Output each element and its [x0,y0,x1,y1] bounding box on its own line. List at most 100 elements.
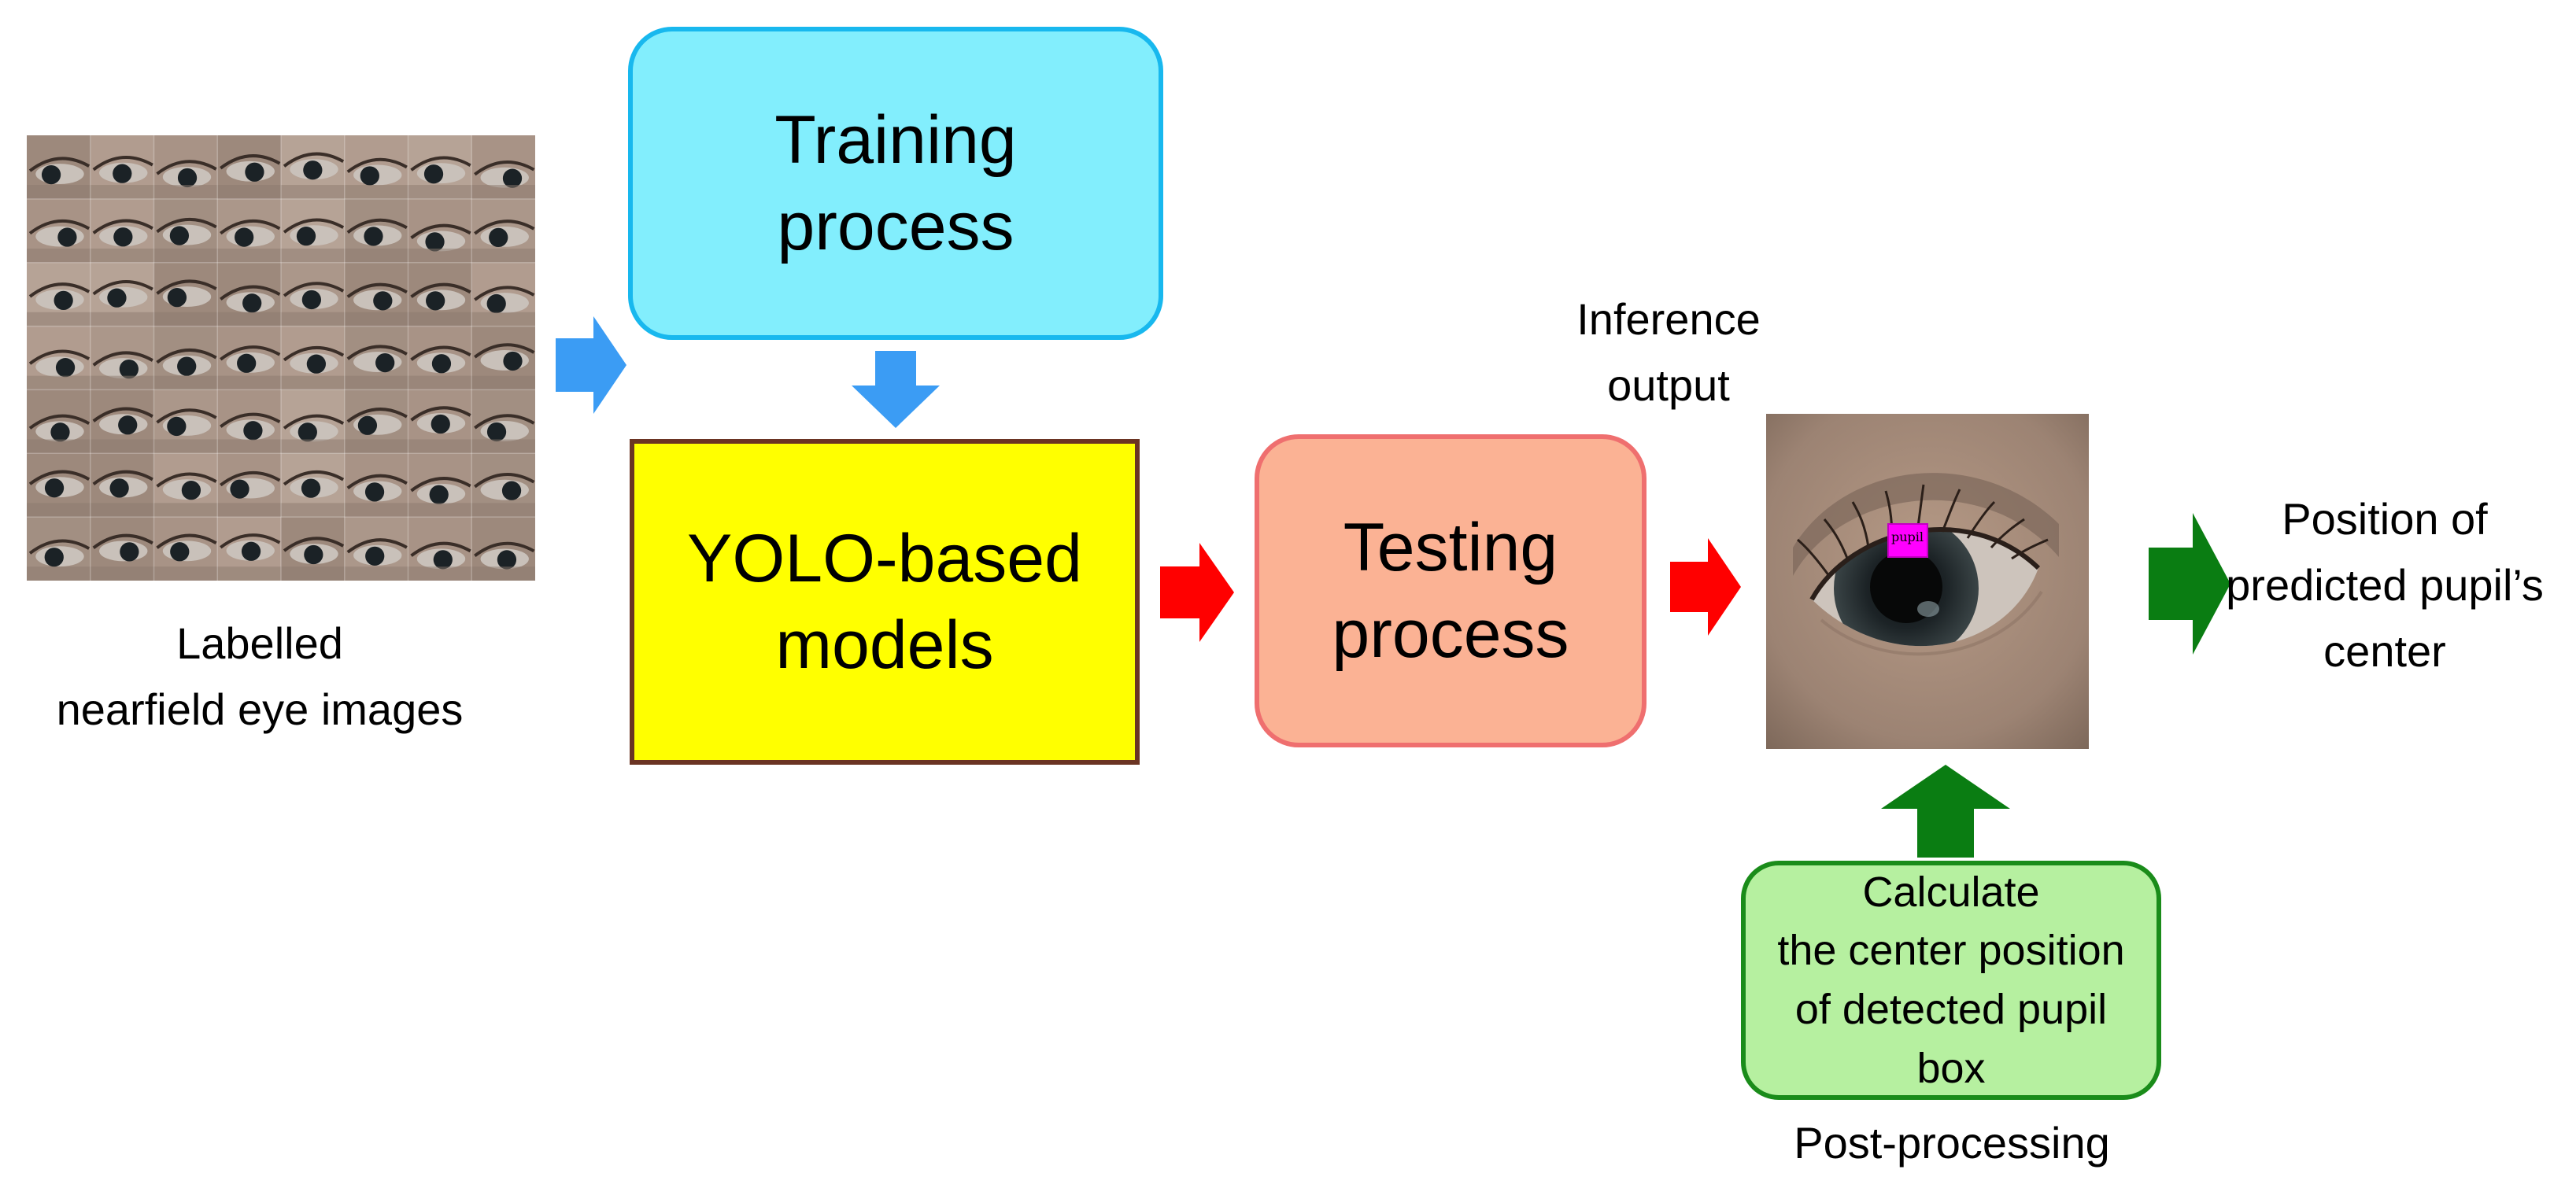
thumbnail-iris [501,481,522,500]
thumbnail-shade [217,185,281,199]
thumbnail-shade [27,248,91,263]
thumbnail-iris [237,353,257,373]
thumbnail-shade [471,248,535,263]
thumbnail-iris [502,168,523,188]
thumbnail-iris [177,356,197,376]
thumbnail-shade [217,248,281,263]
thumbnail-iris [118,415,138,435]
thumbnail-shade [471,312,535,326]
thumbnail-shade [153,566,218,581]
eye-thumbnail [281,135,346,200]
yolo-label-line-1: YOLO-based [687,520,1082,596]
eye-thumbnail [27,198,91,264]
eye-thumbnail [217,453,282,518]
thumbnail-shade [90,185,154,199]
lower-lid-crease [1820,590,2043,656]
thumbnail-lid [92,351,153,367]
thumbnail-shade [471,566,535,581]
thumbnail-shade [281,439,345,454]
postproc-line-2: the center position [1777,927,2125,975]
thumbnail-shade [471,375,535,390]
eye-thumbnail [90,517,154,581]
thumbnail-lid [474,286,535,301]
thumbnail-lid [28,349,91,365]
thumbnail-lid [92,470,153,485]
thumbnail-shade [408,566,472,581]
thumbnail-shade [408,439,472,454]
thumbnail-shade [90,312,154,326]
thumbnail-shade [90,503,154,518]
eye-thumbnail [217,198,282,264]
thumbnail-iris [235,227,254,247]
thumbnail-lid [220,470,281,487]
thumbnail-shade [27,312,91,326]
thumbnail-iris [109,478,129,498]
eye-thumbnail [281,517,346,581]
eye-thumbnail [344,326,408,390]
thumbnail-lid [346,282,408,298]
thumbnail-lid [28,219,91,235]
post-processing-caption: Post-processing [1794,1118,2110,1168]
arrow-shape [2149,513,2230,655]
thumbnail-lid [283,537,345,552]
yolo-label-line-2: models [775,607,994,683]
eye-thumbnail [408,517,472,581]
eye-thumbnail [281,262,346,327]
eye-thumbnail [153,453,218,518]
thumbnail-shade [217,503,281,518]
thumbnail-shade [408,248,472,263]
thumbnail-lid [28,414,91,430]
thumbnail-lid [283,218,345,234]
thumbnail-lid [156,160,217,175]
arrow-shape [1670,538,1741,636]
thumbnail-iris [303,160,323,180]
thumbnail-iris [113,227,133,247]
thumbnail-shade [90,566,154,581]
thumbnail-iris [304,544,323,565]
arrow-shape [556,316,626,414]
thumbnail-iris [486,293,506,314]
thumbnail-lid [156,349,217,364]
thumbnail-iris [177,168,198,188]
eye-thumbnail [408,326,472,390]
thumbnail-shade [281,185,345,199]
eye-thumbnail [408,198,472,264]
eye-thumbnail [27,326,91,390]
thumbnail-lid [474,220,535,235]
thumbnail-lid [410,406,471,422]
thumbnail-lid [92,156,153,172]
thumbnail-iris [50,422,70,442]
eye-thumbnail [471,517,535,581]
thumbnail-lid [220,219,281,235]
thumbnail-lid [28,157,91,172]
thumbnail-shade [344,503,408,518]
thumbnail-lid [92,280,153,296]
eye-thumbnail [217,262,282,327]
thumbnail-lid [346,408,408,423]
result-caption-line-2: predicted pupil’s [2226,560,2544,610]
thumbnail-shade [90,375,154,390]
thumbnail-lid [156,408,217,424]
thumbnail-shade [344,375,408,390]
thumbnail-iris [296,227,316,246]
thumbnail-iris [169,226,190,245]
eye-thumbnail [90,453,154,518]
thumbnail-lid [410,156,471,172]
thumbnail-lid [92,219,153,234]
thumbnail-lid [283,152,345,168]
thumbnail-lid [346,218,408,234]
arrow-right-icon-output [2149,513,2230,655]
eye-thumbnail [471,453,535,518]
eye-thumbnail [27,135,91,200]
thumbnail-iris [119,359,139,379]
thumbnail-iris [357,415,378,435]
postproc-line-3: of detected pupil [1794,986,2108,1033]
thumbnail-shade [153,503,218,518]
postproc-line-4: box [1916,1044,1986,1092]
eye-thumbnail [281,453,346,518]
thumbnail-shade [90,439,154,454]
eye-thumbnail [153,517,218,581]
eye-thumbnail [27,262,91,327]
thumbnail-iris [44,548,64,567]
thumbnail-iris [373,291,393,311]
